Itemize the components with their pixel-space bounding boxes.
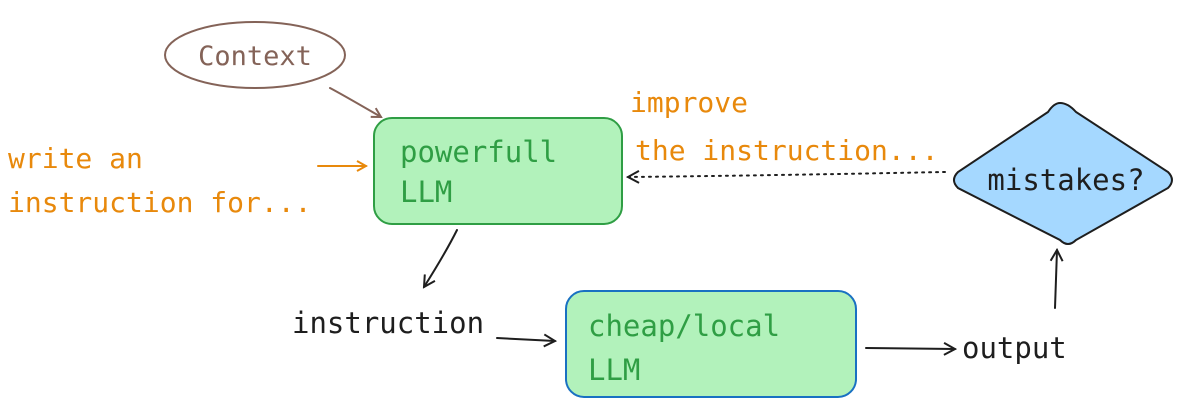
mistakes-diamond bbox=[953, 101, 1173, 245]
powerful-llm-box bbox=[373, 117, 623, 225]
context-label: Context bbox=[198, 41, 312, 72]
powerful-llm-node: powerfull LLM bbox=[373, 117, 623, 225]
write-note-line1: write an bbox=[8, 142, 143, 175]
instruction-to-cheap-arrow bbox=[496, 338, 555, 341]
improve-note-line1: improve bbox=[630, 86, 748, 119]
output-label: output bbox=[962, 331, 1067, 365]
mistakes-node: mistakes? bbox=[953, 101, 1173, 245]
powerful-to-instruction-arrow bbox=[424, 229, 458, 287]
powerful-llm-line1: powerfull bbox=[400, 135, 557, 169]
cheap-llm-node: cheap/local LLM bbox=[565, 290, 857, 398]
cheap-llm-line2: LLM bbox=[588, 353, 640, 387]
write-instruction-note: write an instruction for... bbox=[8, 142, 311, 219]
improve-instruction-note: improve the instruction... bbox=[630, 86, 938, 167]
instruction-label: instruction bbox=[292, 306, 484, 340]
cheap-llm-line1: cheap/local bbox=[588, 309, 780, 343]
improve-note-line2: the instruction... bbox=[635, 134, 938, 167]
context-arrow bbox=[329, 87, 381, 117]
cheap-llm-box bbox=[565, 290, 857, 398]
feedback-arrow bbox=[628, 172, 946, 177]
context-ellipse bbox=[164, 21, 346, 89]
context-node: Context bbox=[164, 21, 346, 89]
powerful-llm-line2: LLM bbox=[400, 175, 452, 209]
cheap-to-output-arrow bbox=[865, 348, 955, 349]
mistakes-label: mistakes? bbox=[987, 163, 1144, 197]
write-note-line2: instruction for... bbox=[8, 186, 311, 219]
output-to-mistakes-arrow bbox=[1055, 250, 1057, 309]
